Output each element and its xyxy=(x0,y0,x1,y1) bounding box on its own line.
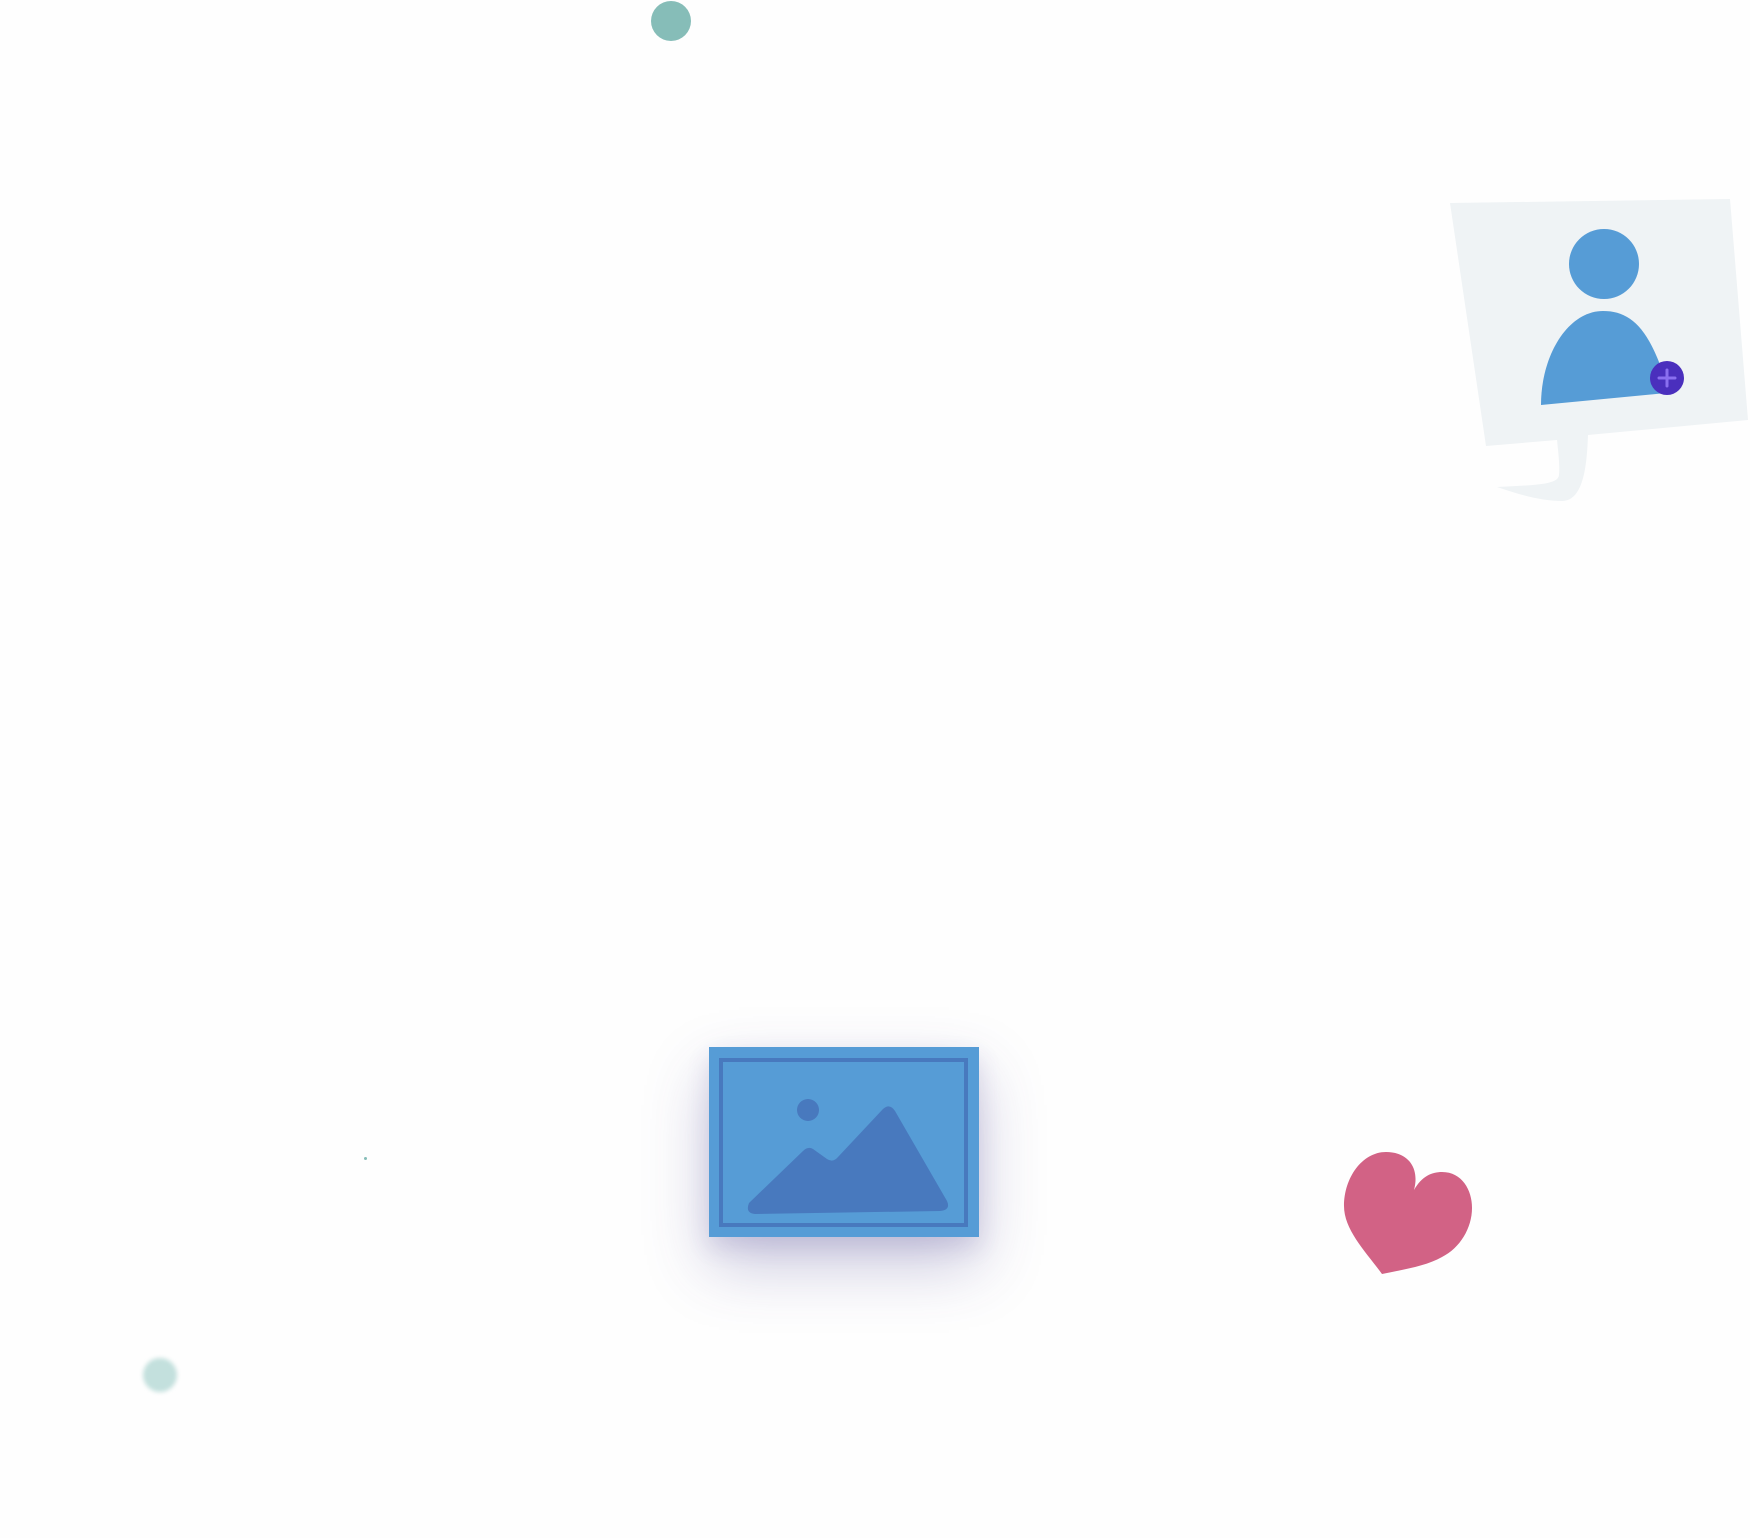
decorative-dot-faded xyxy=(143,1358,177,1392)
image-card xyxy=(709,1047,979,1237)
plus-badge-icon xyxy=(1650,361,1684,395)
decorative-dot-teal xyxy=(651,1,691,41)
decorative-dot-tiny xyxy=(364,1157,367,1160)
add-user-card xyxy=(1450,199,1748,501)
person-icon xyxy=(1541,229,1666,405)
image-icon xyxy=(709,1047,979,1237)
heart-icon xyxy=(1344,1152,1472,1274)
